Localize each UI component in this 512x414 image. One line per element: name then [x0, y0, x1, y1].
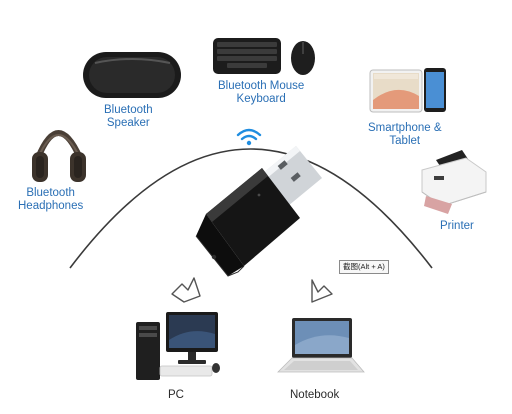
headphones-image — [32, 130, 86, 182]
pc-image — [136, 312, 220, 380]
keyboard-image — [213, 38, 281, 74]
phone-image — [424, 68, 446, 112]
label-notebook: Notebook — [290, 389, 340, 401]
speaker-image — [83, 52, 181, 98]
printer-image — [421, 150, 487, 214]
label-printer: Printer — [440, 220, 474, 232]
down-arrow-icon — [171, 277, 201, 303]
label-phone-tablet: Smartphone &Tablet — [368, 122, 442, 147]
notebook-image — [277, 318, 365, 373]
screenshot-tooltip: 截图(Alt + A) — [339, 260, 389, 274]
down-arrow-icon — [311, 279, 333, 303]
usb-adapter-image — [195, 146, 322, 277]
label-pc: PC — [168, 389, 184, 401]
connection-arc — [69, 148, 433, 269]
mouse-image — [291, 41, 315, 75]
wifi-icon — [236, 128, 262, 146]
tablet-image — [369, 69, 423, 113]
